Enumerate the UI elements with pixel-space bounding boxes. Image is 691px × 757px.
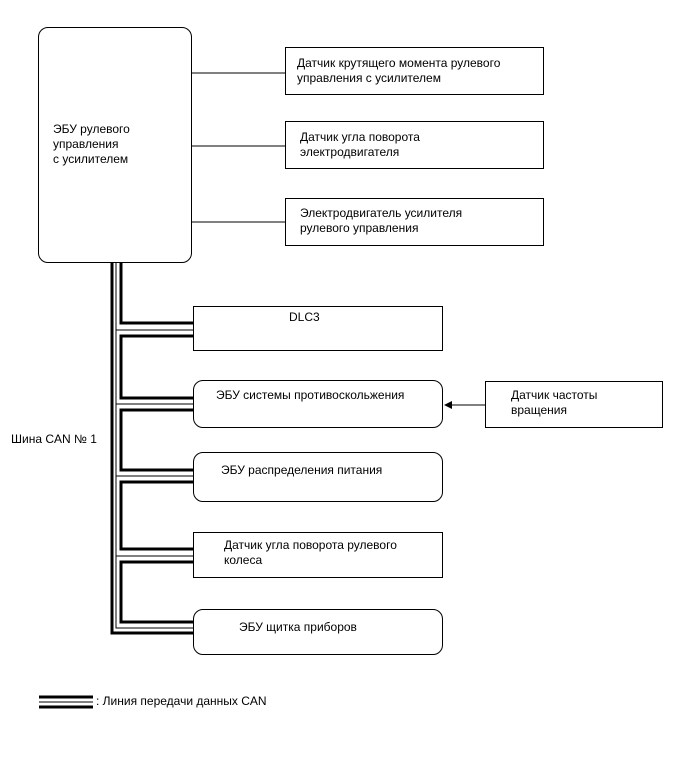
legend-label: : Линия передачи данных CAN xyxy=(96,694,267,708)
power-distribution-ecu-label: ЭБУ распределения питания xyxy=(221,463,383,477)
dlc3-label: DLC3 xyxy=(289,310,320,324)
power-steering-ecu: ЭБУ рулевого управления с усилителем xyxy=(38,27,192,263)
motor-angle-sensor-box: Датчик угла поворота электродвигателя xyxy=(285,121,544,169)
motor-angle-sensor-label: Датчик угла поворота электродвигателя xyxy=(300,130,420,159)
steering-angle-sensor-label: Датчик угла поворота рулевого колеса xyxy=(224,538,397,567)
power-distribution-ecu-box: ЭБУ распределения питания xyxy=(193,452,443,502)
power-steering-ecu-label: ЭБУ рулевого управления с усилителем xyxy=(53,122,130,166)
speed-sensor-box: Датчик частоты вращения xyxy=(485,381,663,428)
torque-sensor-box: Датчик крутящего момента рулевого управл… xyxy=(285,47,544,95)
abs-ecu-label: ЭБУ системы противоскольжения xyxy=(216,388,405,402)
torque-sensor-label: Датчик крутящего момента рулевого управл… xyxy=(297,56,501,85)
arrowhead xyxy=(444,401,452,409)
speed-sensor-label: Датчик частоты вращения xyxy=(511,388,598,417)
abs-ecu-box: ЭБУ системы противоскольжения xyxy=(193,380,443,428)
steering-angle-sensor-box: Датчик угла поворота рулевого колеса xyxy=(193,532,443,578)
can-bus xyxy=(110,262,193,635)
can-bus-label: Шина CAN № 1 xyxy=(11,432,97,446)
meter-ecu-box: ЭБУ щитка приборов xyxy=(193,609,443,655)
legend-symbol xyxy=(39,695,93,709)
steering-motor-box: Электродвигатель усилителя рулевого упра… xyxy=(285,198,544,246)
meter-ecu-label: ЭБУ щитка приборов xyxy=(239,620,357,634)
dlc3-box: DLC3 xyxy=(193,306,443,351)
steering-motor-label: Электродвигатель усилителя рулевого упра… xyxy=(300,206,463,235)
